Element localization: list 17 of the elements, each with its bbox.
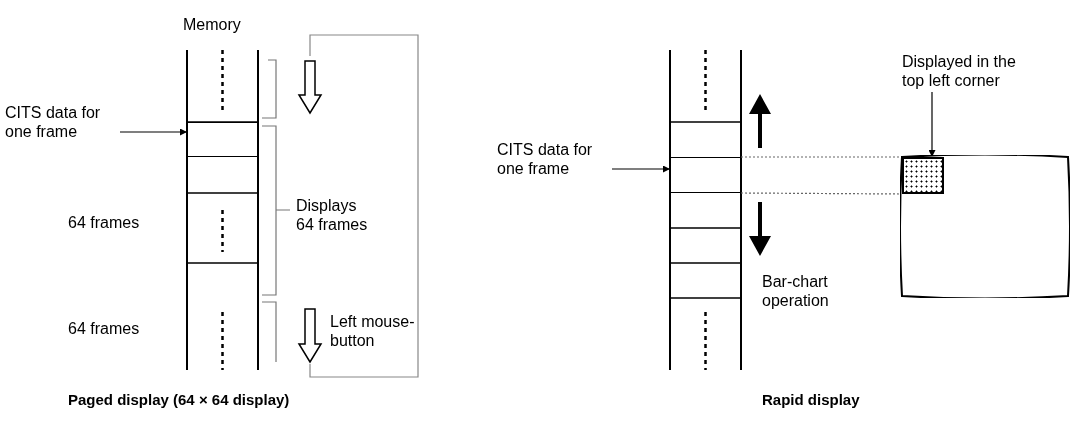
memory-cell — [187, 122, 258, 157]
arrow — [119, 128, 188, 136]
dotted-region — [902, 157, 944, 194]
annotation-text: 64 frames — [68, 319, 140, 338]
column-heading: Memory — [183, 15, 241, 34]
annotation-text: Displayed in the top left corner — [902, 52, 1042, 90]
annotation-text: Left mouse-button — [330, 312, 416, 350]
arrow — [611, 165, 671, 173]
monitor-screen — [900, 155, 1070, 298]
annotation-text: Displays 64 frames — [296, 196, 369, 234]
annotation-text: 64 frames — [68, 213, 140, 232]
annotation-text: CITS data for one frame — [497, 140, 609, 178]
caption: Rapid display — [762, 390, 860, 409]
caption: Paged display (64 × 64 display) — [68, 390, 290, 409]
annotation-text: CITS data for one frame — [5, 103, 117, 141]
memory-cell — [670, 157, 741, 193]
annotation-text: Bar-chart operation — [762, 272, 830, 310]
